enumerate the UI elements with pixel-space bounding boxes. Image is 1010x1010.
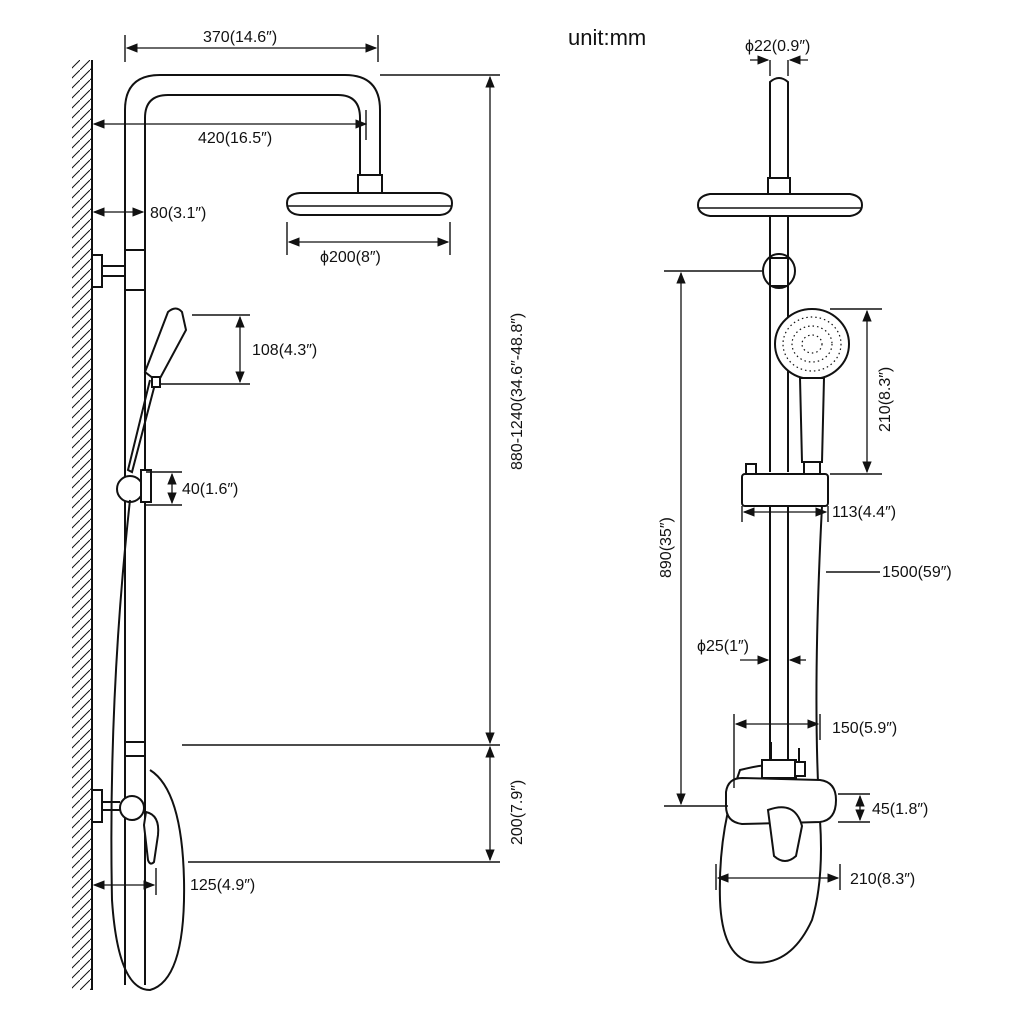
hand-shower-front [774, 308, 850, 475]
wall-bracket-top [91, 249, 146, 291]
unit-label: unit:mm [568, 25, 646, 50]
dim-shelf-width: 113(4.4″) [832, 504, 896, 521]
rain-head-side [285, 174, 454, 216]
dim-mixer-total-width: 210(8.3″) [850, 871, 915, 888]
rain-head-front [696, 177, 864, 217]
dim-adjustable-height: 880-1240(34.6″-48.8″) [509, 313, 526, 470]
hose-side [110, 499, 186, 992]
dim-wall-offset: 80(3.1″) [150, 205, 206, 222]
shelf-front [741, 463, 829, 507]
wall-bracket-front [762, 253, 796, 289]
dim-riser-height: 890(35″) [658, 517, 675, 578]
mixer-front [725, 742, 838, 862]
dim-mixer-body-height: 45(1.8″) [872, 801, 928, 818]
dim-top-pipe-diameter: ϕ22(0.9″) [745, 38, 810, 55]
dim-arm-length: 370(14.6″) [203, 29, 277, 46]
dim-mixer-width: 150(5.9″) [832, 720, 897, 737]
dim-mixer-height: 200(7.9″) [509, 780, 526, 845]
dim-hand-shower-height: 210(8.3″) [877, 367, 894, 432]
riser-and-arm [124, 74, 381, 985]
dim-head-projection: 420(16.5″) [198, 130, 272, 147]
top-pipe-front [750, 55, 808, 178]
dim-hose-length: 1500(59″) [882, 564, 952, 581]
dim-hand-shower-length: 108(4.3″) [252, 342, 317, 359]
front-view: ϕ22(0.9″) [658, 38, 952, 964]
dim-holder-size: 40(1.6″) [182, 481, 238, 498]
side-view: 370(14.6″) 420(16.5″) 80(3.1″) ϕ200(8″) … [72, 29, 526, 992]
slide-holder [116, 469, 152, 503]
dim-pipe-diameter: ϕ25(1″) [697, 638, 749, 655]
mixer-side [91, 789, 160, 865]
dim-head-diameter: ϕ200(8″) [320, 249, 381, 266]
hand-shower-side [126, 307, 188, 474]
wall-hatching [72, 60, 93, 990]
dim-mixer-projection: 125(4.9″) [190, 877, 255, 894]
